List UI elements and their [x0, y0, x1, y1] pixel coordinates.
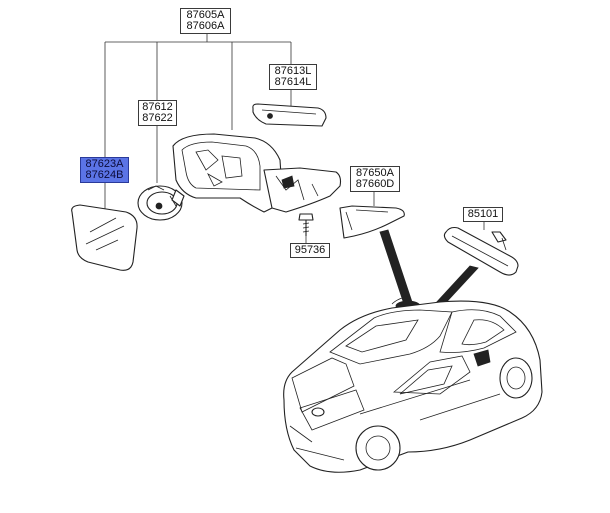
label-87623a-87624b[interactable]: 87623A 87624B: [80, 157, 129, 183]
label-text: 87660D: [355, 178, 395, 190]
label-text: 95736: [294, 244, 326, 256]
label-text: 87614L: [274, 76, 312, 88]
inside-mirror-part: [443, 226, 519, 276]
mirror-cap-part: [252, 103, 327, 127]
label-text: 87613L: [274, 65, 312, 77]
car-illustration: [283, 295, 543, 473]
label-87613l-87614l[interactable]: 87613L 87614L: [269, 64, 317, 90]
label-text: 87612: [142, 101, 173, 113]
screw-part: [298, 213, 314, 236]
label-87612-87622[interactable]: 87612 87622: [138, 100, 177, 126]
mirror-glass-part: [71, 204, 138, 271]
label-87650a-87660d[interactable]: 87650A 87660D: [350, 166, 400, 192]
label-text: 87650A: [356, 167, 394, 179]
label-87605a-87606a[interactable]: 87605A 87606A: [180, 8, 231, 34]
label-text: 87606A: [186, 20, 225, 32]
label-text: 85101: [467, 208, 499, 220]
label-95736[interactable]: 95736: [290, 243, 330, 258]
label-text: 87624B: [85, 169, 124, 181]
label-text: 87623A: [85, 158, 124, 170]
label-text: 87605A: [186, 9, 225, 21]
label-text: 87622: [142, 112, 173, 124]
mirror-housing-part: [172, 133, 342, 213]
actuator-motor-part: [137, 185, 185, 221]
label-85101[interactable]: 85101: [463, 207, 503, 222]
side-lamp-part: [339, 205, 405, 239]
